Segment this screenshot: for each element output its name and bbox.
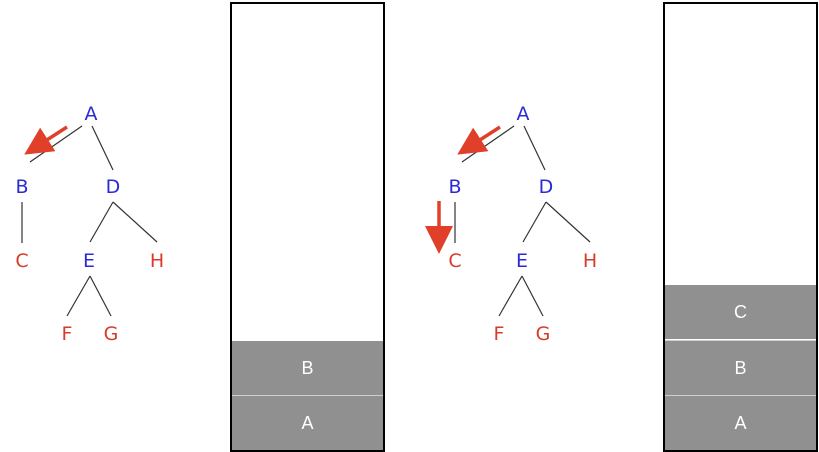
- edge-a-d: [523, 125, 546, 171]
- edge-e-f: [498, 275, 523, 317]
- stack-cell: B: [665, 340, 816, 395]
- edge-e-g: [521, 275, 544, 317]
- edge-d-e: [522, 201, 547, 243]
- edge-d-h: [112, 201, 158, 243]
- right-stack: C B A: [663, 2, 818, 452]
- right-tree-nodes: A B D C E H F G: [448, 103, 597, 345]
- arrow-to-b: [457, 125, 501, 155]
- node-e: E: [83, 250, 95, 272]
- edge-a-b: [461, 125, 515, 163]
- node-h: H: [583, 250, 597, 272]
- node-a: A: [517, 103, 530, 125]
- node-f: F: [494, 323, 505, 345]
- node-c: C: [448, 250, 461, 272]
- stack-cell: A: [232, 395, 383, 450]
- node-a: A: [85, 103, 98, 125]
- node-f: F: [62, 323, 73, 345]
- left-tree-edges: [21, 125, 158, 317]
- arrow-to-b: [24, 125, 68, 155]
- right-tree-edges: [454, 125, 591, 317]
- edge-d-e: [89, 201, 114, 243]
- node-e: E: [516, 250, 528, 272]
- edge-a-b: [29, 125, 83, 163]
- node-b: B: [15, 176, 28, 198]
- node-g: G: [536, 323, 551, 345]
- left-stack: B A: [230, 2, 385, 452]
- node-d: D: [539, 176, 554, 198]
- node-c: C: [15, 250, 28, 272]
- stack-cell: B: [232, 341, 383, 395]
- stack-cell: C: [665, 285, 816, 339]
- stack-cell: A: [665, 395, 816, 450]
- node-d: D: [106, 176, 121, 198]
- edge-d-h: [545, 201, 591, 243]
- node-h: H: [150, 250, 164, 272]
- edge-e-f: [66, 275, 91, 317]
- edge-a-d: [91, 125, 114, 171]
- left-tree-nodes: A B D C E H F G: [15, 103, 164, 345]
- node-g: G: [104, 323, 119, 345]
- edge-e-g: [89, 275, 112, 317]
- node-b: B: [448, 176, 461, 198]
